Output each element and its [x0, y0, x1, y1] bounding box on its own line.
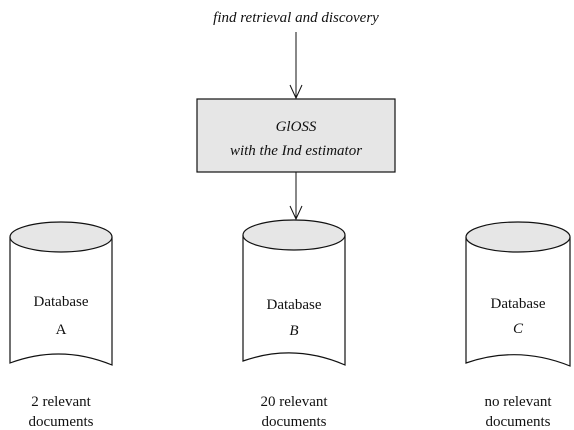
database-a-top [9, 221, 113, 253]
database-b-caption-line2: documents [262, 414, 327, 430]
database-c-body [465, 237, 571, 367]
gloss-title: GlOSS [276, 119, 317, 135]
database-c-caption-line2: documents [486, 414, 551, 430]
database-c-caption-line1: no relevant [484, 394, 552, 410]
database-b-label: Database [267, 297, 322, 313]
arrow-gloss-to-database-b [289, 172, 303, 221]
query-label: find retrieval and discovery [213, 10, 379, 26]
database-c-letter: C [513, 321, 524, 337]
database-a: Database A [9, 221, 113, 366]
database-b: Database B [242, 219, 346, 366]
database-b-letter: B [289, 323, 298, 339]
gloss-box: GlOSS with the Ind estimator [196, 98, 396, 173]
arrow-query-to-gloss [289, 32, 303, 100]
database-a-label: Database [34, 294, 89, 310]
database-b-caption-line1: 20 relevant [260, 394, 328, 410]
gloss-subtitle: with the Ind estimator [230, 143, 362, 159]
database-c-top [465, 221, 571, 253]
database-a-caption-line2: documents [29, 414, 94, 430]
gloss-box-rect [196, 98, 396, 173]
database-b-body [242, 235, 346, 366]
database-b-top [242, 219, 346, 251]
database-c: Database C [465, 221, 571, 367]
database-a-body [9, 237, 113, 366]
database-a-caption-line1: 2 relevant [31, 394, 91, 410]
database-c-label: Database [491, 296, 546, 312]
database-a-letter: A [56, 322, 67, 338]
